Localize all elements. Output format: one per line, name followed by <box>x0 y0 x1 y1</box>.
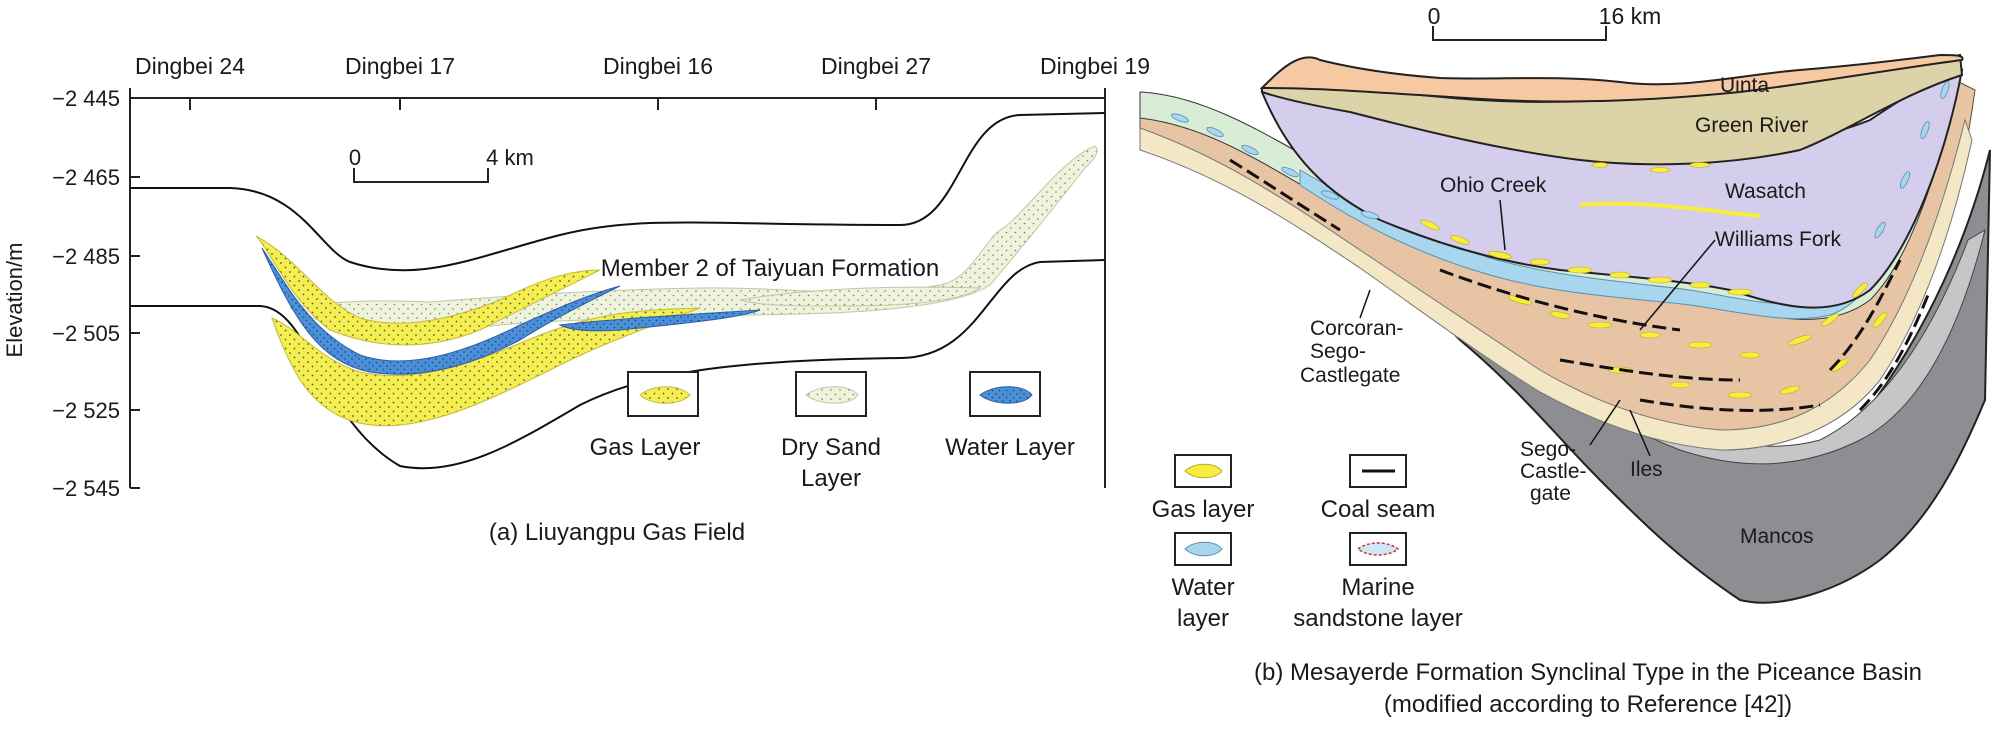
well-label: Dingbei 24 <box>135 53 245 79</box>
svg-text:0: 0 <box>349 145 361 170</box>
legend-gas-label: Gas Layer <box>590 434 701 461</box>
panel-a: −2 445 −2 465 −2 485 −2 505 −2 525 −2 54… <box>2 53 1150 546</box>
y-tick-label: −2 545 <box>52 476 120 501</box>
label-sego-1: Sego- <box>1520 438 1576 461</box>
gas-layer-lower <box>271 307 701 427</box>
well-label: Dingbei 19 <box>1040 53 1150 79</box>
well-ticks <box>189 98 877 110</box>
well-label: Dingbei 16 <box>603 53 713 79</box>
legend-b-water-label-2: layer <box>1177 605 1229 632</box>
legend-b-coal-label: Coal seam <box>1321 496 1436 523</box>
caption-b-line2: (modified according to Reference [42]) <box>1384 691 1792 718</box>
caption-a: (a) Liuyangpu Gas Field <box>489 519 745 546</box>
y-tick-label: −2 445 <box>52 86 120 111</box>
legend-b-marine: Marine sandstone layer <box>1293 532 1463 632</box>
label-corcoran-3: Castlegate <box>1300 364 1400 387</box>
label-wasatch: Wasatch <box>1725 180 1806 203</box>
legend-a: Gas Layer Dry Sand Layer Water Layer <box>590 371 1075 492</box>
unit-transition <box>1139 118 1973 451</box>
legend-b-coal: Coal seam <box>1321 454 1436 523</box>
label-williams-fork: Williams Fork <box>1715 228 1841 251</box>
label-green-river: Green River <box>1695 114 1808 137</box>
legend-gas: Gas Layer <box>590 371 701 461</box>
legend-b-gas-label: Gas layer <box>1152 496 1255 523</box>
formation-label: Member 2 of Taiyuan Formation <box>601 255 939 282</box>
legend-water-label: Water Layer <box>945 434 1075 461</box>
svg-text:4 km: 4 km <box>486 145 534 170</box>
legend-b-marine-label-1: Marine <box>1341 574 1414 601</box>
svg-text:0: 0 <box>1428 3 1441 29</box>
y-tick-label: −2 465 <box>52 165 120 190</box>
y-tick-label: −2 505 <box>52 321 120 346</box>
dry-sand-body <box>288 145 1098 332</box>
label-iles: Iles <box>1630 458 1663 481</box>
y-tick-labels: −2 445 −2 465 −2 485 −2 505 −2 525 −2 54… <box>52 86 120 501</box>
legend-b-gas: Gas layer <box>1152 454 1255 523</box>
formation-top-boundary <box>130 112 1106 272</box>
well-label: Dingbei 17 <box>345 53 455 79</box>
unit-labels: Uinta Green River Wasatch Ohio Creek Wil… <box>1300 74 1841 548</box>
y-ticks <box>130 97 140 489</box>
gas-layer-upper <box>255 235 601 346</box>
dry-sand-lens <box>739 286 982 307</box>
legend-dry-label-1: Dry Sand <box>781 434 881 461</box>
svg-text:16 km: 16 km <box>1599 3 1662 29</box>
gas-layer-wasatch <box>1579 201 1761 218</box>
well-labels: Dingbei 24 Dingbei 17 Dingbei 16 Dingbei… <box>135 53 1150 79</box>
gas-lenses <box>1420 162 1888 399</box>
caption-b-line1: (b) Mesayerde Formation Synclinal Type i… <box>1254 659 1922 686</box>
label-corcoran-1: Corcoran- <box>1310 317 1403 340</box>
scale-bar-a: 0 4 km <box>349 145 534 183</box>
legend-dry: Dry Sand Layer <box>781 371 881 492</box>
y-axis-label: Elevation/m <box>2 243 27 358</box>
unit-uinta <box>1259 53 1964 103</box>
leader-lines <box>1359 199 1716 457</box>
label-ohio-creek: Ohio Creek <box>1440 174 1547 197</box>
label-corcoran-2: Sego- <box>1310 340 1366 363</box>
label-uinta: Uinta <box>1720 74 1769 97</box>
y-tick-label: −2 525 <box>52 398 120 423</box>
panel-b: 0 16 km <box>1139 3 1991 718</box>
water-layer-east <box>558 309 761 332</box>
coal-seams <box>1229 158 1932 412</box>
legend-b: Gas layer Coal seam Water layer Marine s… <box>1152 454 1463 632</box>
legend-b-water-label-1: Water <box>1171 574 1234 601</box>
legend-b-marine-label-2: sandstone layer <box>1293 605 1462 632</box>
label-sego-2: Castle- <box>1520 460 1587 483</box>
well-label: Dingbei 27 <box>821 53 931 79</box>
legend-b-water: Water layer <box>1171 532 1235 632</box>
water-lenses <box>1171 81 1950 239</box>
legend-water: Water Layer <box>945 371 1075 461</box>
label-sego-3: gate <box>1530 482 1571 505</box>
label-mancos: Mancos <box>1740 525 1814 548</box>
legend-dry-label-2: Layer <box>801 465 861 492</box>
scale-bar-b: 0 16 km <box>1428 3 1662 41</box>
water-layer <box>261 247 621 375</box>
y-tick-label: −2 485 <box>52 244 120 269</box>
